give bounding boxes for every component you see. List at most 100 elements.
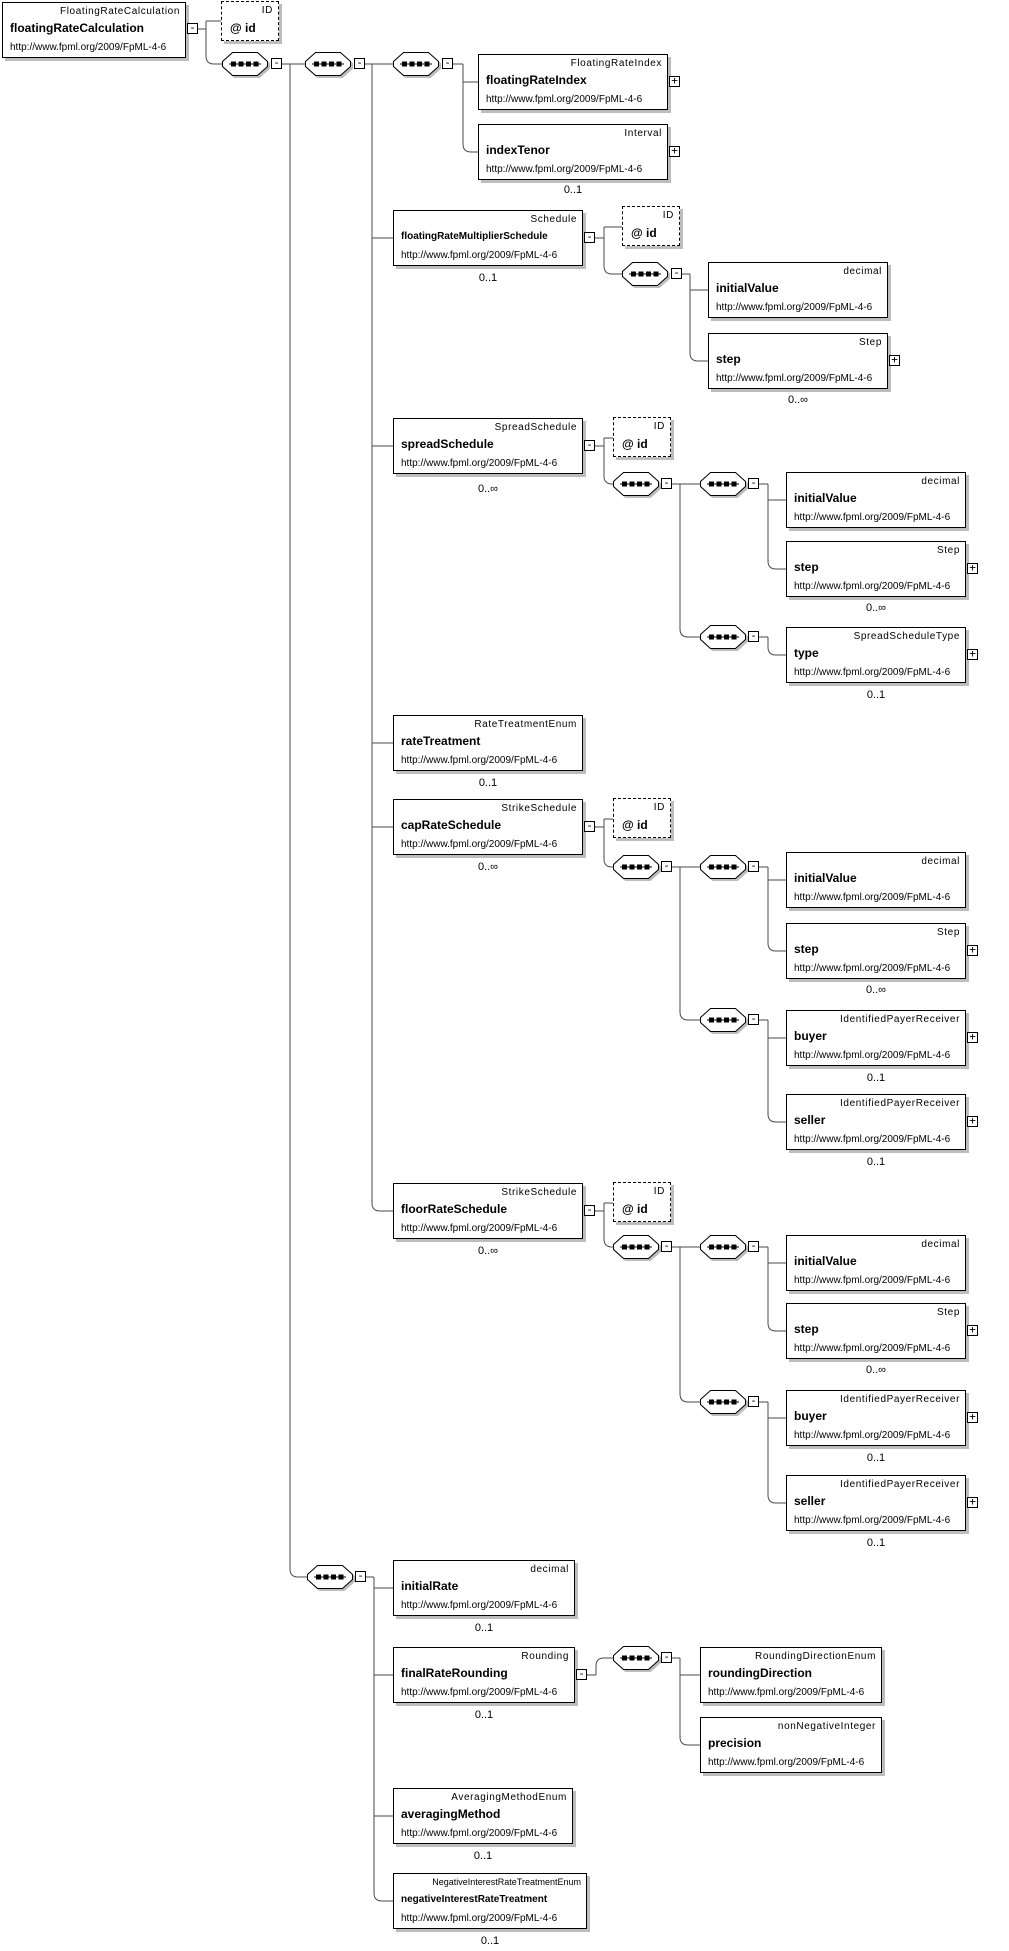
collapse-toggle[interactable]: -: [661, 860, 672, 872]
attribute-id[interactable]: ID @ id: [613, 417, 671, 457]
collapse-toggle[interactable]: -: [187, 22, 198, 34]
element-seller[interactable]: IdentifiedPayerReceiver seller http://ww…: [786, 1475, 966, 1531]
sequence-icon[interactable]: [613, 855, 659, 879]
element-name: step: [794, 942, 819, 956]
element-namespace: http://www.fpml.org/2009/FpML-4-6: [401, 839, 558, 850]
element-capRateSchedule[interactable]: StrikeSchedule capRateSchedule http://ww…: [393, 799, 583, 855]
expand-toggle[interactable]: +: [889, 354, 900, 366]
sequence-icon[interactable]: [393, 52, 439, 76]
collapse-toggle[interactable]: -: [584, 820, 595, 832]
expand-toggle[interactable]: +: [967, 1324, 978, 1336]
expand-toggle[interactable]: +: [967, 1115, 978, 1127]
sequence-icon[interactable]: [700, 855, 746, 879]
expand-toggle[interactable]: +: [967, 944, 978, 956]
element-negativeInterestRateTreatment[interactable]: NegativeInterestRateTreatmentEnum negati…: [393, 1873, 587, 1929]
element-initialValue[interactable]: decimal initialValue http://www.fpml.org…: [786, 1235, 966, 1291]
element-name: type: [794, 646, 819, 660]
element-initialValue[interactable]: decimal initialValue http://www.fpml.org…: [786, 472, 966, 528]
collapse-toggle[interactable]: -: [584, 231, 595, 243]
type-label: decimal: [921, 1239, 960, 1250]
collapse-toggle[interactable]: -: [748, 477, 759, 489]
element-rateTreatment[interactable]: RateTreatmentEnum rateTreatment http://w…: [393, 715, 583, 771]
element-indexTenor[interactable]: Interval indexTenor http://www.fpml.org/…: [478, 124, 668, 180]
collapse-toggle[interactable]: -: [748, 1013, 759, 1025]
sequence-icon[interactable]: [622, 262, 668, 286]
element-precision[interactable]: nonNegativeInteger precision http://www.…: [700, 1717, 882, 1773]
expand-toggle[interactable]: +: [669, 145, 680, 157]
sequence-icon[interactable]: [700, 472, 746, 496]
expand-toggle[interactable]: +: [967, 1031, 978, 1043]
collapse-toggle[interactable]: -: [671, 267, 682, 279]
element-floatingRateMultiplierSchedule[interactable]: Schedule floatingRateMultiplierSchedule …: [393, 210, 583, 266]
expand-toggle[interactable]: +: [967, 648, 978, 660]
attribute-name: @ id: [230, 21, 256, 35]
element-finalRateRounding[interactable]: Rounding finalRateRounding http://www.fp…: [393, 1647, 575, 1703]
sequence-icon[interactable]: [613, 1235, 659, 1259]
attribute-id[interactable]: ID @ id: [613, 1182, 671, 1222]
cardinality-label: 0..1: [563, 184, 583, 196]
collapse-toggle[interactable]: -: [748, 860, 759, 872]
element-seller[interactable]: IdentifiedPayerReceiver seller http://ww…: [786, 1094, 966, 1150]
element-step[interactable]: Step step http://www.fpml.org/2009/FpML-…: [708, 333, 888, 389]
attribute-id[interactable]: ID @ id: [622, 206, 680, 246]
type-label: ID: [653, 421, 665, 432]
element-name: averagingMethod: [401, 1807, 501, 1821]
element-namespace: http://www.fpml.org/2009/FpML-4-6: [401, 1687, 558, 1698]
type-label: ID: [261, 5, 273, 16]
element-roundingDirection[interactable]: RoundingDirectionEnum roundingDirection …: [700, 1647, 882, 1703]
collapse-toggle[interactable]: -: [661, 1240, 672, 1252]
sequence-icon[interactable]: [700, 1235, 746, 1259]
cardinality-label: 0..∞: [865, 1364, 887, 1376]
element-namespace: http://www.fpml.org/2009/FpML-4-6: [708, 1757, 865, 1768]
sequence-icon[interactable]: [613, 472, 659, 496]
element-type[interactable]: SpreadScheduleType type http://www.fpml.…: [786, 627, 966, 683]
element-floatingRateIndex[interactable]: FloatingRateIndex floatingRateIndex http…: [478, 54, 668, 110]
expand-toggle[interactable]: +: [669, 75, 680, 87]
type-label: Rounding: [521, 1651, 569, 1662]
collapse-toggle[interactable]: -: [584, 439, 595, 451]
sequence-icon[interactable]: [613, 1646, 659, 1670]
sequence-icon[interactable]: [307, 1565, 353, 1589]
element-spreadSchedule[interactable]: SpreadSchedule spreadSchedule http://www…: [393, 418, 583, 474]
element-step[interactable]: Step step http://www.fpml.org/2009/FpML-…: [786, 541, 966, 597]
collapse-toggle[interactable]: -: [661, 477, 672, 489]
sequence-icon[interactable]: [305, 52, 351, 76]
element-floorRateSchedule[interactable]: StrikeSchedule floorRateSchedule http://…: [393, 1183, 583, 1239]
element-namespace: http://www.fpml.org/2009/FpML-4-6: [794, 1134, 951, 1145]
element-floatingRateCalculation[interactable]: FloatingRateCalculation floatingRateCalc…: [2, 2, 186, 58]
collapse-toggle[interactable]: -: [442, 57, 453, 69]
element-initialValue[interactable]: decimal initialValue http://www.fpml.org…: [708, 262, 888, 318]
type-label: decimal: [530, 1564, 569, 1575]
element-step[interactable]: Step step http://www.fpml.org/2009/FpML-…: [786, 1303, 966, 1359]
cardinality-label: 0..∞: [477, 861, 499, 873]
attribute-id[interactable]: ID @ id: [221, 1, 279, 41]
expand-toggle[interactable]: +: [967, 1411, 978, 1423]
element-averagingMethod[interactable]: AveragingMethodEnum averagingMethod http…: [393, 1788, 573, 1844]
attribute-id[interactable]: ID @ id: [613, 798, 671, 838]
collapse-toggle[interactable]: -: [355, 1570, 366, 1582]
collapse-toggle[interactable]: -: [271, 57, 282, 69]
collapse-toggle[interactable]: -: [748, 630, 759, 642]
sequence-icon[interactable]: [700, 625, 746, 649]
element-name: roundingDirection: [708, 1666, 812, 1680]
type-label: Step: [937, 1307, 960, 1318]
collapse-toggle[interactable]: -: [748, 1395, 759, 1407]
element-initialValue[interactable]: decimal initialValue http://www.fpml.org…: [786, 852, 966, 908]
element-name: initialRate: [401, 1579, 459, 1593]
collapse-toggle[interactable]: -: [354, 57, 365, 69]
expand-toggle[interactable]: +: [967, 1496, 978, 1508]
collapse-toggle[interactable]: -: [584, 1204, 595, 1216]
element-buyer[interactable]: IdentifiedPayerReceiver buyer http://www…: [786, 1390, 966, 1446]
sequence-icon[interactable]: [700, 1390, 746, 1414]
sequence-icon[interactable]: [222, 52, 268, 76]
type-label: ID: [653, 1186, 665, 1197]
collapse-toggle[interactable]: -: [576, 1668, 587, 1680]
sequence-icon[interactable]: [700, 1008, 746, 1032]
collapse-toggle[interactable]: -: [661, 1651, 672, 1663]
collapse-toggle[interactable]: -: [748, 1240, 759, 1252]
cardinality-label: 0..∞: [477, 1245, 499, 1257]
element-buyer[interactable]: IdentifiedPayerReceiver buyer http://www…: [786, 1010, 966, 1066]
element-initialRate[interactable]: decimal initialRate http://www.fpml.org/…: [393, 1560, 575, 1616]
expand-toggle[interactable]: +: [967, 562, 978, 574]
element-step[interactable]: Step step http://www.fpml.org/2009/FpML-…: [786, 923, 966, 979]
